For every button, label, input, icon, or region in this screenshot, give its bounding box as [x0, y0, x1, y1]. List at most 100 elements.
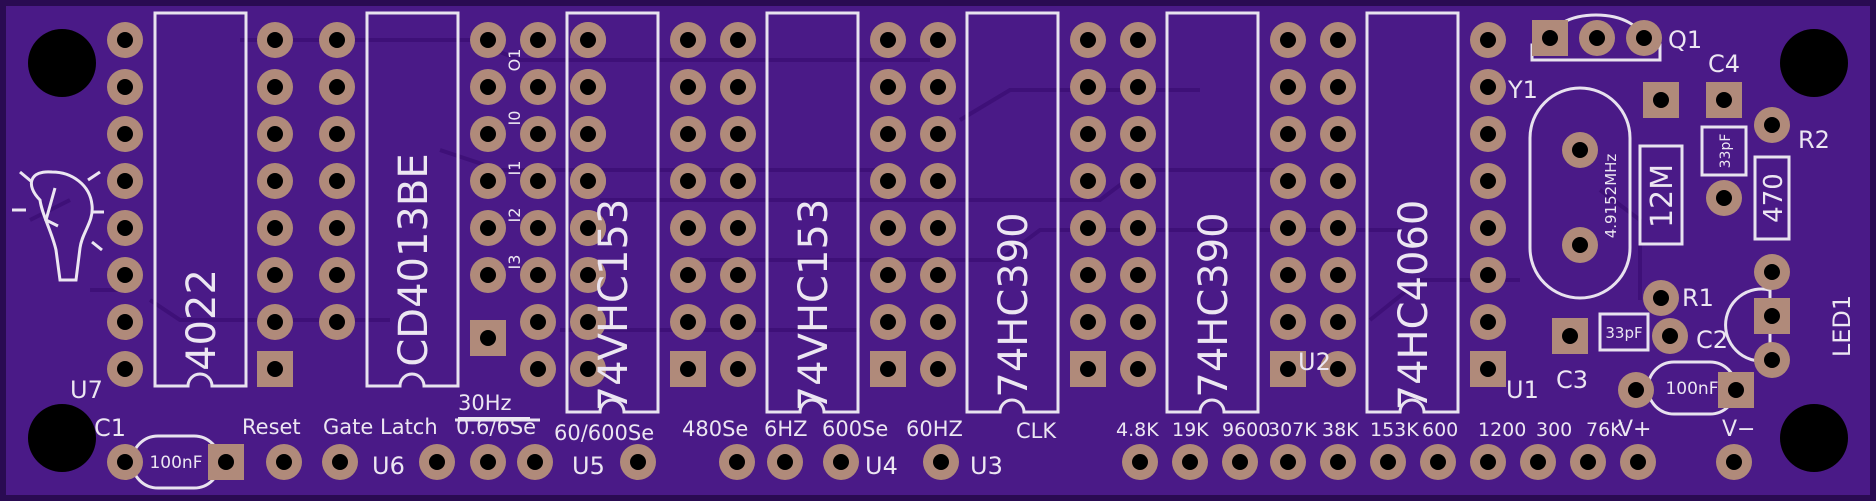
designator-u3: U3: [970, 452, 1003, 480]
header-label: V−: [1722, 417, 1755, 442]
pad-hole: [1480, 79, 1496, 95]
pad-hole: [1080, 314, 1096, 330]
pad-hole: [1330, 267, 1346, 283]
pad-hole: [1080, 220, 1096, 236]
pad-hole: [1480, 32, 1496, 48]
pad-hole: [680, 79, 696, 95]
designator-c3: C3: [1556, 366, 1588, 394]
pad-hole: [1280, 126, 1296, 142]
pad-hole: [480, 220, 496, 236]
pad-hole: [530, 314, 546, 330]
chip-label-u4: 74VHC153: [791, 199, 837, 412]
pad-hole: [1589, 30, 1605, 46]
chip-label-u6: CD4013BE: [391, 153, 437, 366]
pad-hole: [267, 32, 283, 48]
pad-hole: [1280, 267, 1296, 283]
chip-outlines: [153, 11, 1460, 414]
pads: [107, 20, 1790, 480]
pad-hole: [1232, 454, 1248, 470]
pad-hole: [1130, 267, 1146, 283]
header-label: 9600: [1222, 419, 1270, 441]
pad-hole: [530, 79, 546, 95]
pad-hole: [880, 79, 896, 95]
mounting-hole: [28, 29, 96, 97]
pad-hole: [117, 314, 133, 330]
crystal-outline: [1528, 86, 1632, 300]
pad-hole: [1330, 361, 1346, 377]
pad-hole: [267, 79, 283, 95]
designator-r2: R2: [1798, 126, 1830, 154]
pad-hole: [1653, 290, 1669, 306]
designator-c2: C2: [1696, 326, 1728, 354]
pad-hole: [580, 220, 596, 236]
designator-led1: LED1: [1828, 295, 1856, 357]
header-label: CLK: [1016, 419, 1057, 443]
c3-value: 33pF: [1605, 324, 1642, 342]
pad-hole: [1430, 454, 1446, 470]
pad-hole: [1764, 117, 1780, 133]
pad-hole: [329, 126, 345, 142]
pad-hole: [1080, 32, 1096, 48]
pad-hole: [1480, 314, 1496, 330]
pad-hole: [329, 220, 345, 236]
pad-hole: [1280, 79, 1296, 95]
pad-hole: [527, 454, 543, 470]
header-label: Latch: [380, 415, 438, 439]
header-label: 60HZ: [906, 417, 963, 441]
pad-hole: [1280, 361, 1296, 377]
pad-hole: [1636, 30, 1652, 46]
pad-hole: [680, 314, 696, 330]
pad-hole: [267, 314, 283, 330]
pad-hole: [480, 79, 496, 95]
pad-hole: [117, 32, 133, 48]
designator-y1: Y1: [1507, 76, 1538, 104]
pad-hole: [267, 220, 283, 236]
pad-hole: [580, 314, 596, 330]
pad-hole: [730, 267, 746, 283]
header-label: 30Hz: [458, 391, 512, 415]
chip-label-u7: 4022: [179, 269, 225, 371]
pad-hole: [1480, 267, 1496, 283]
pad-hole: [730, 79, 746, 95]
pad-hole: [1182, 454, 1198, 470]
pad-hole: [480, 454, 496, 470]
pad-hole: [1480, 454, 1496, 470]
pad-hole: [630, 454, 646, 470]
header-label: 60/600Se: [554, 421, 654, 445]
pad-hole: [117, 267, 133, 283]
pad-hole: [1653, 92, 1669, 108]
pad-hole: [1330, 32, 1346, 48]
pad-hole: [680, 173, 696, 189]
pad-hole: [580, 267, 596, 283]
pad-hole: [1480, 361, 1496, 377]
pad-hole: [880, 267, 896, 283]
pad-hole: [930, 32, 946, 48]
pad-hole: [267, 173, 283, 189]
pad-hole: [1080, 361, 1096, 377]
u6-pin-label-o1: O1: [505, 49, 524, 72]
pad-hole: [1480, 173, 1496, 189]
crystal-value: 4.9152MHz: [1602, 154, 1620, 239]
pad-hole: [730, 173, 746, 189]
pad-hole: [1764, 308, 1780, 324]
u6-pin-label-i0: I0: [505, 111, 524, 126]
pad-hole: [1280, 173, 1296, 189]
pad-hole: [1572, 142, 1588, 158]
pad-hole: [930, 314, 946, 330]
pad-hole: [880, 220, 896, 236]
pad-hole: [329, 32, 345, 48]
pad-hole: [680, 32, 696, 48]
pad-hole: [1630, 454, 1646, 470]
pad-hole: [730, 32, 746, 48]
chip-label-u5: 74VHC153: [591, 199, 637, 412]
pad-hole: [1330, 220, 1346, 236]
pad-hole: [930, 220, 946, 236]
c2-value: 100nF: [1665, 379, 1718, 399]
pad-hole: [1380, 454, 1396, 470]
pad-hole: [1130, 126, 1146, 142]
pad-hole: [1330, 79, 1346, 95]
pad-hole: [117, 454, 133, 470]
header-label: 480Se: [682, 417, 748, 441]
pad-hole: [267, 126, 283, 142]
